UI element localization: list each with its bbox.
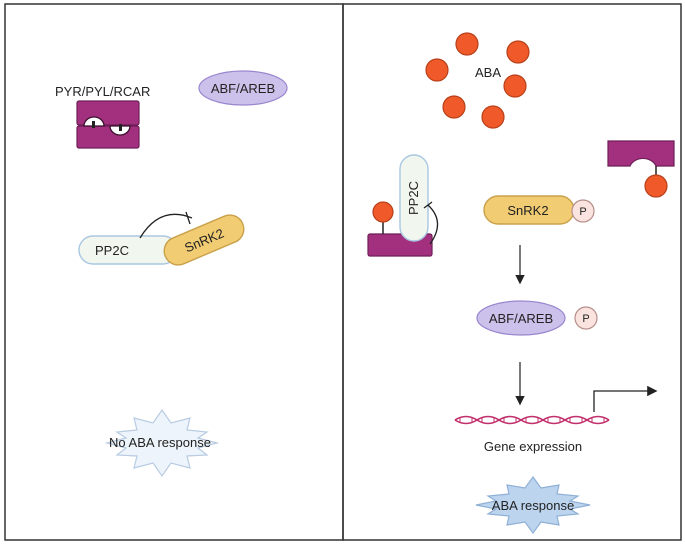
snrk2-pill-left: SnRK2 <box>163 214 245 266</box>
pp2c-label-right: PP2C <box>406 181 421 215</box>
abf-areb-oval-right <box>476 300 566 336</box>
inhibition-arrow-left <box>139 211 193 239</box>
pp2c-label-left: PP2C <box>95 243 129 258</box>
aba-label: ABA <box>475 65 501 80</box>
phosphate-badge-snrk2 <box>571 199 595 223</box>
no-aba-response-label: No ABA response <box>109 435 211 450</box>
receptor-bound-aba-icon <box>607 140 675 198</box>
gene-expression-label: Gene expression <box>484 439 582 454</box>
abf-areb-oval-left <box>198 70 288 106</box>
aba-molecule <box>503 74 527 98</box>
aba-molecule <box>442 95 466 119</box>
aba-molecule <box>506 40 530 64</box>
receptor-pp2c-complex-icon <box>367 154 433 257</box>
receptor-label: PYR/PYL/RCAR <box>55 84 150 99</box>
right-panel-frame <box>342 3 682 541</box>
abf-areb-label-right: ABF/AREB <box>489 311 553 326</box>
receptor-icon <box>76 100 140 149</box>
no-aba-response-burst <box>104 408 220 478</box>
inhibition-arrow-right <box>423 201 439 245</box>
phosphate-label-abf: P <box>582 313 589 325</box>
aba-response-label: ABA response <box>492 498 574 513</box>
snrk2-label-right: SnRK2 <box>507 203 548 218</box>
dna-helix-icon <box>454 415 610 425</box>
aba-response-burst <box>475 475 591 535</box>
aba-molecule <box>481 105 505 129</box>
transcription-start-arrow <box>593 385 658 412</box>
aba-molecule <box>425 58 449 82</box>
phosphate-badge-abf <box>574 306 598 330</box>
aba-molecule <box>455 32 479 56</box>
phosphate-label-snrk2: P <box>579 206 586 218</box>
aba-molecules <box>425 32 530 129</box>
abf-areb-label-left: ABF/AREB <box>211 81 275 96</box>
